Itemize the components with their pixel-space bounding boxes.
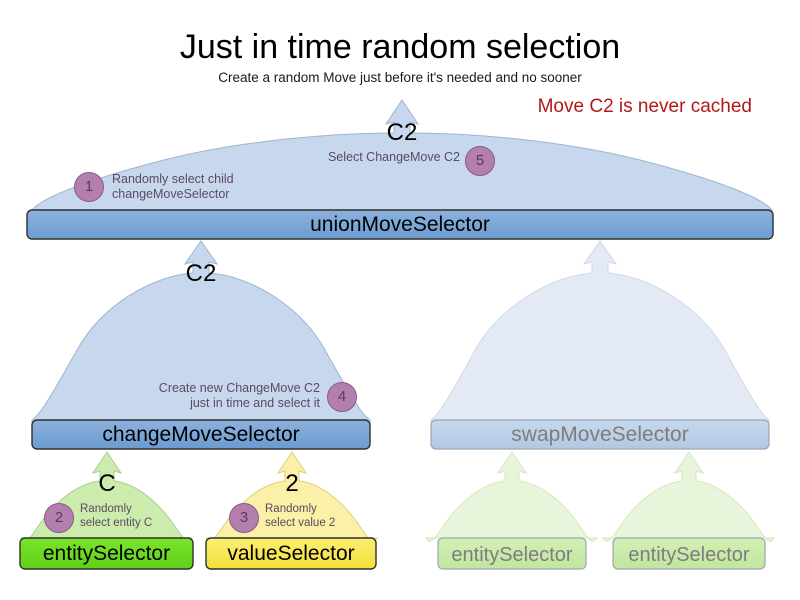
callout-4-line-2: just in time and select it <box>190 396 320 410</box>
box-change-move-selector[interactable] <box>31 419 371 450</box>
fan-entity-right-b-to-swap <box>602 451 775 542</box>
box-label-entity-selector-right-a: entitySelector <box>451 544 573 566</box>
page-title: Just in time random selection <box>179 28 621 66</box>
box-union-move-selector[interactable] <box>26 209 774 240</box>
callout-5-line-1: Select ChangeMove C2 <box>327 150 460 164</box>
page-subtitle: Create a random Move just before it's ne… <box>218 70 582 85</box>
box-label-value-selector-left: valueSelector <box>227 542 355 565</box>
box-label-change-move-selector: changeMoveSelector <box>102 423 300 446</box>
branch-label-value-output: 2 <box>285 470 299 497</box>
callout-3-badge: 3 <box>229 503 259 533</box>
branch-label-entity-output: C <box>98 470 116 497</box>
box-swap-move-selector[interactable] <box>430 419 770 450</box>
box-entity-selector-left[interactable] <box>19 537 194 570</box>
box-value-selector-left[interactable] <box>205 537 377 570</box>
callout-5-badge: 5 <box>465 146 495 176</box>
callout-3-line-2: select value 2 <box>265 517 336 529</box>
callout-1-line-1: Randomly select child <box>112 172 234 186</box>
never-cached-note: Move C2 is never cached <box>537 96 752 117</box>
callout-4-line-1: Create new ChangeMove C2 <box>158 381 320 395</box>
callout-2-line-2: select entity C <box>80 517 153 529</box>
callout-4-badge: 4 <box>327 382 357 412</box>
box-entity-selector-right-a[interactable] <box>437 537 587 570</box>
callout-1-badge: 1 <box>74 172 104 202</box>
fan-swap-to-union <box>430 240 770 423</box>
branch-label-change-output: C2 <box>185 260 217 287</box>
callout-3-line-1: Randomly <box>265 503 317 515</box>
callout-2-line-1: Randomly <box>80 503 132 515</box>
box-label-union-move-selector: unionMoveSelector <box>310 213 490 236</box>
box-entity-selector-right-b[interactable] <box>612 537 766 570</box>
callout-1-line-2: changeMoveSelector <box>112 187 230 201</box>
box-label-swap-move-selector: swapMoveSelector <box>511 423 689 446</box>
box-label-entity-selector-right-b: entitySelector <box>628 544 750 566</box>
fan-entity-right-a-to-swap <box>425 451 598 542</box>
callout-2-badge: 2 <box>44 503 74 533</box>
branch-label-union-output: C2 <box>386 119 418 146</box>
box-label-entity-selector-left: entitySelector <box>42 542 171 565</box>
